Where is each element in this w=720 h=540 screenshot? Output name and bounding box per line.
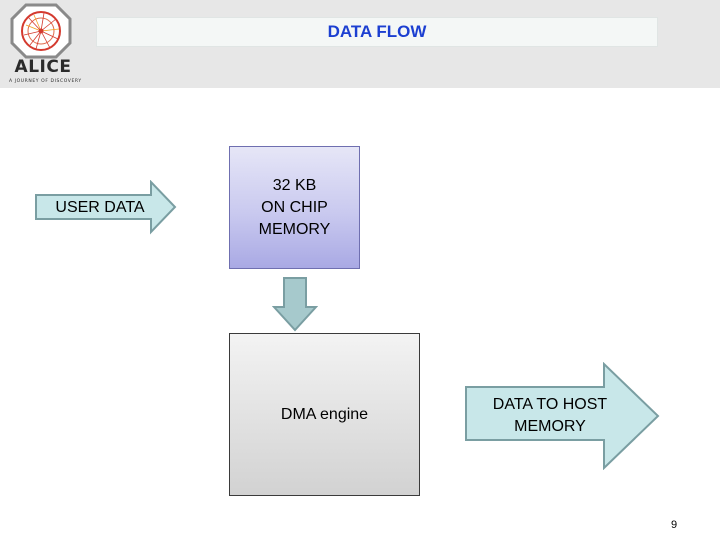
logo-wordmark: ALICE xyxy=(14,57,72,77)
page-title: DATA FLOW xyxy=(327,22,427,41)
user-data-arrow xyxy=(35,180,177,235)
host-memory-label: DATA TO HOST MEMORY xyxy=(492,396,608,435)
header-band: ALICE A JOURNEY OF DISCOVERY DATA FLOW xyxy=(0,0,720,88)
title-bar: DATA FLOW xyxy=(96,17,658,47)
alice-logo: ALICE A JOURNEY OF DISCOVERY xyxy=(6,3,82,85)
logo-tagline: A JOURNEY OF DISCOVERY xyxy=(9,79,82,84)
on-chip-memory-box: 32 KB ON CHIP MEMORY xyxy=(229,146,360,269)
memory-label: 32 KB ON CHIP MEMORY xyxy=(258,176,331,238)
user-data-label: USER DATA xyxy=(55,199,145,216)
page-number: 9 xyxy=(670,519,678,531)
data-to-host-arrow xyxy=(465,362,660,470)
dma-label: DMA engine xyxy=(280,405,369,423)
dma-engine-box: DMA engine xyxy=(229,333,420,496)
down-arrow xyxy=(272,277,318,332)
alice-logo-emblem-icon xyxy=(10,3,72,59)
